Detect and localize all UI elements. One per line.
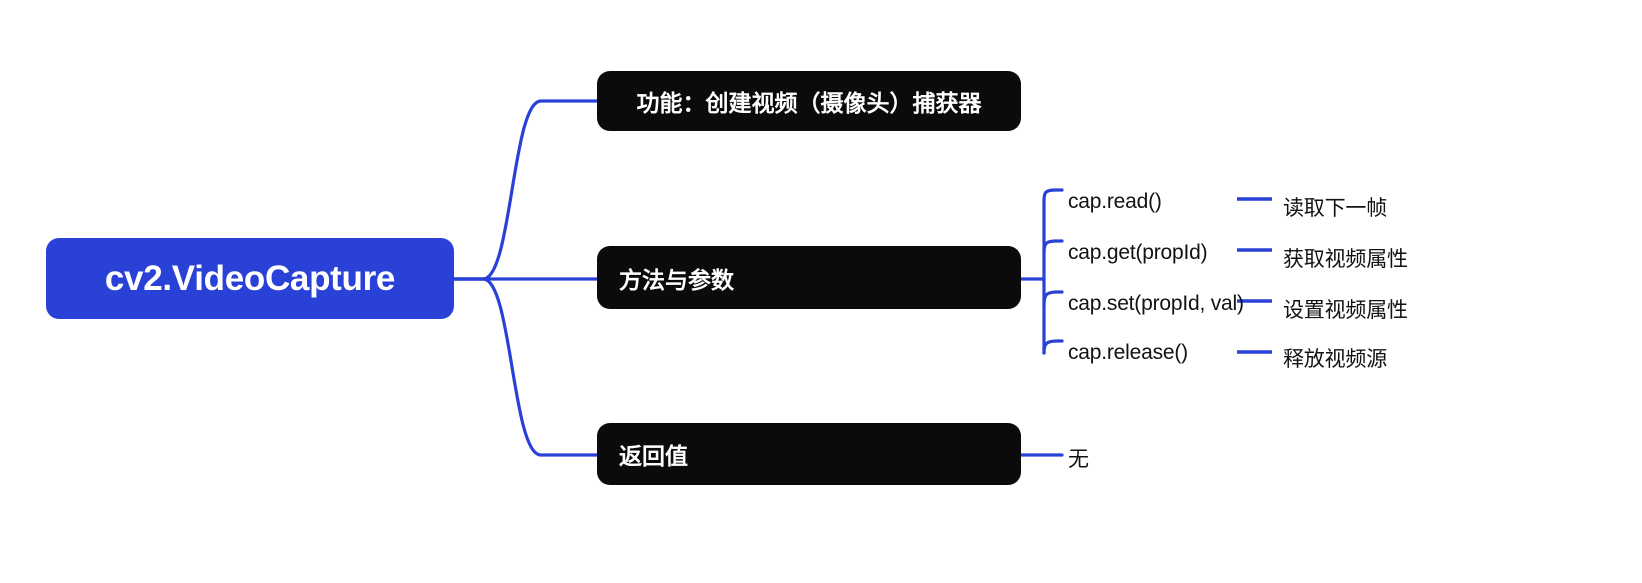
leaf-method-read[interactable]: cap.read(): [1068, 190, 1162, 213]
edge-root-to-branch-2: [452, 277, 599, 457]
edge-method-2: [1042, 290, 1064, 307]
branch-node-methods[interactable]: 方法与参数: [597, 246, 1021, 309]
leaf-description-release[interactable]: 释放视频源: [1283, 348, 1387, 371]
branch-node-function[interactable]: 功能：创建视频（摄像头）捕获器: [597, 71, 1021, 131]
leaf-return-value[interactable]: 无: [1068, 448, 1089, 471]
leaf-method-set[interactable]: cap.set(propId, val): [1068, 292, 1244, 315]
leaf-method-release[interactable]: cap.release(): [1068, 341, 1188, 364]
edge-method-1: [1042, 239, 1064, 255]
branch-node-label: 返回值: [619, 443, 688, 469]
leaf-description-set[interactable]: 设置视频属性: [1283, 299, 1408, 322]
branch-node-return-value[interactable]: 返回值: [597, 423, 1021, 485]
edge-method-3: [1042, 339, 1064, 355]
branch-node-label: 方法与参数: [619, 266, 734, 293]
leaf-description-get[interactable]: 获取视频属性: [1283, 248, 1408, 271]
leaf-description-read[interactable]: 读取下一帧: [1283, 197, 1387, 220]
branch-node-label: 功能：创建视频（摄像头）捕获器: [636, 90, 982, 116]
root-node[interactable]: cv2.VideoCapture: [46, 238, 454, 319]
edge-root-to-branch-0: [452, 99, 599, 281]
leaf-method-get[interactable]: cap.get(propId): [1068, 241, 1208, 264]
edge-method-0: [1042, 188, 1064, 207]
root-node-label: cv2.VideoCapture: [104, 258, 396, 298]
